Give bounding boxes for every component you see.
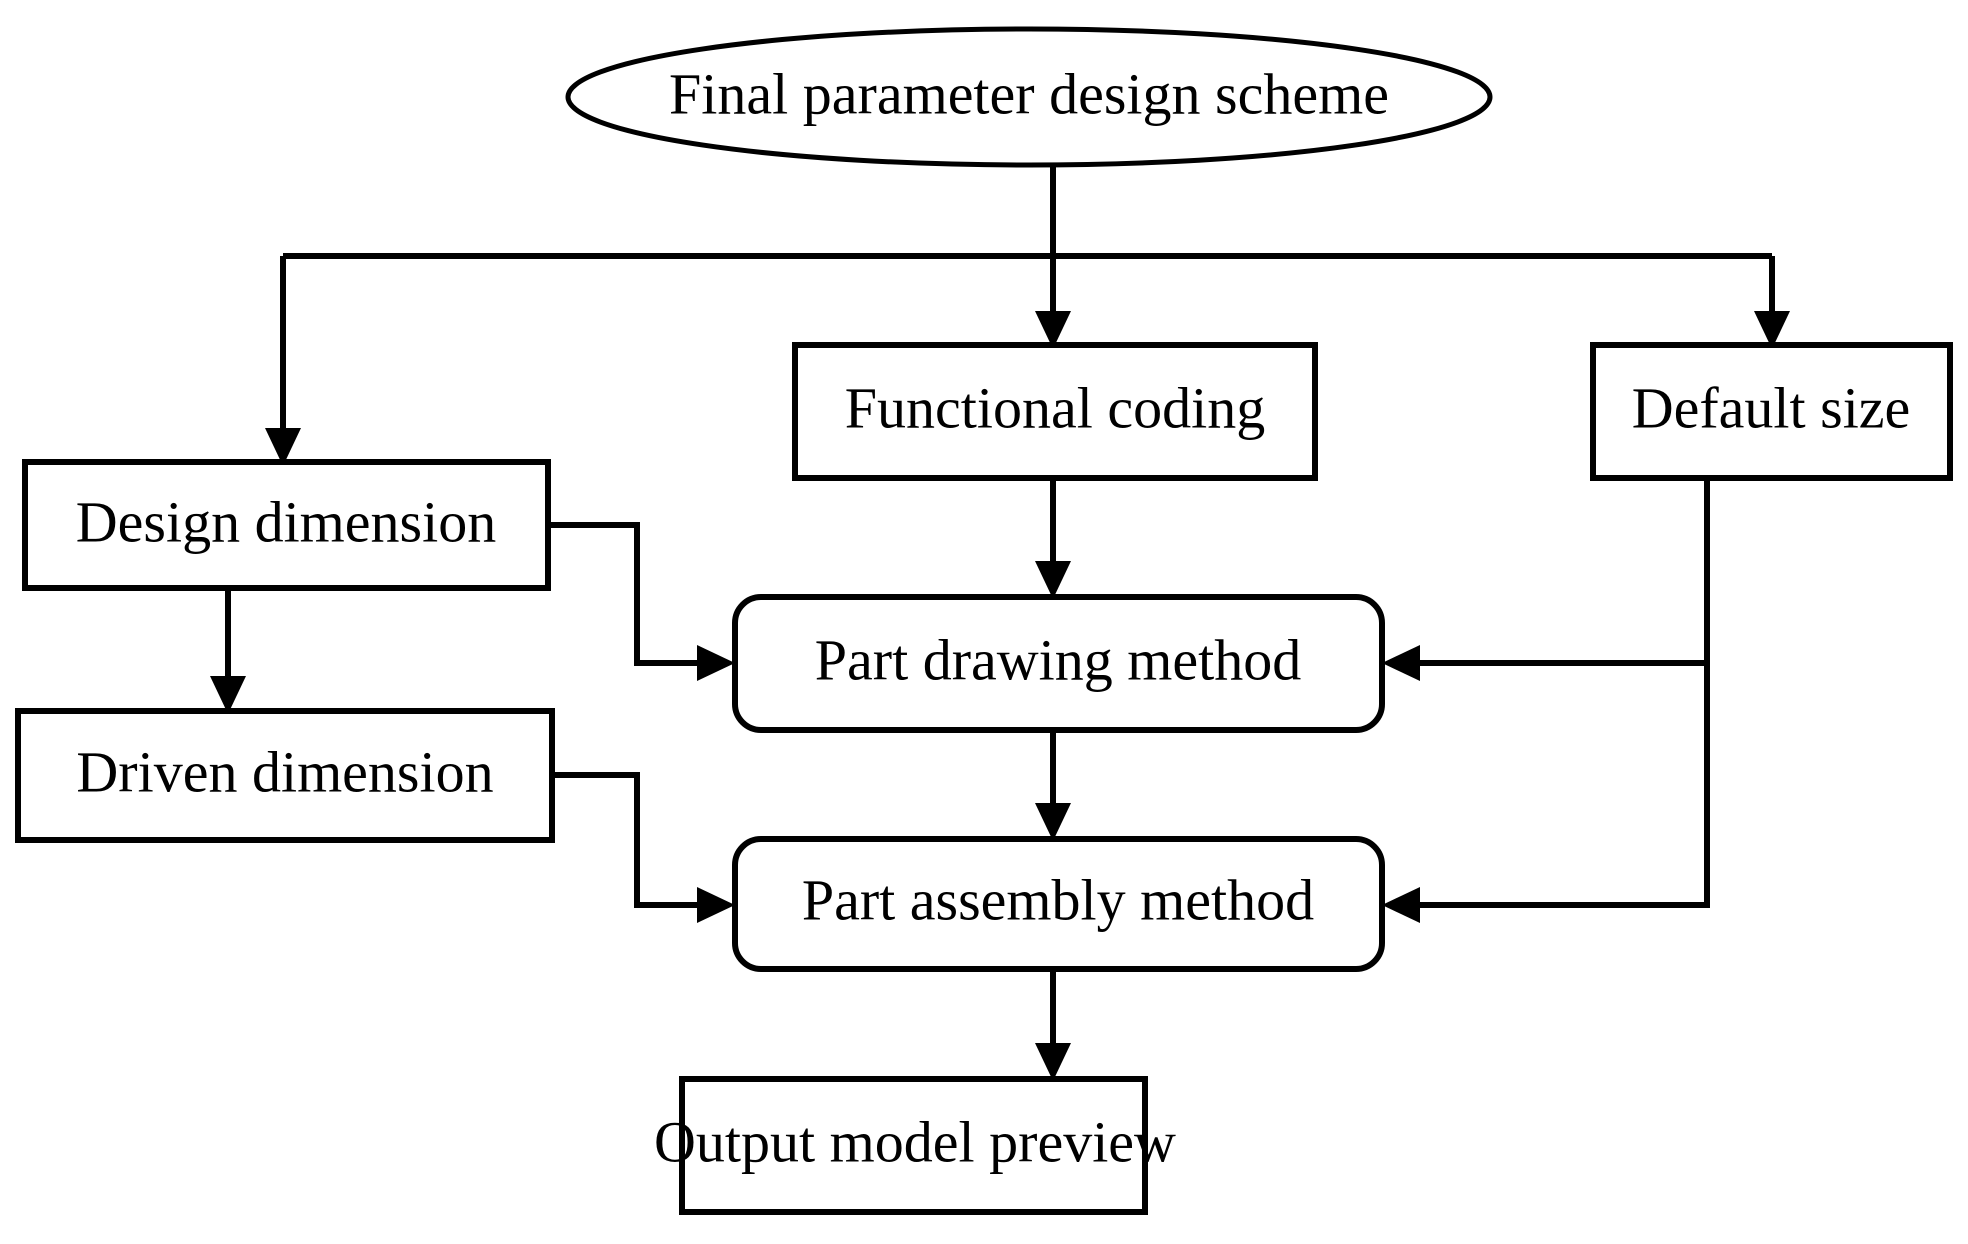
node-label-part-assembly-method: Part assembly method — [802, 867, 1314, 932]
node-label-functional-coding: Functional coding — [845, 375, 1265, 440]
arrowhead-functional-coding-in — [1035, 311, 1071, 349]
output-model-preview-shape[interactable] — [679, 1076, 1148, 1215]
arrowhead-default-size-in — [1754, 311, 1790, 349]
node-final-parameter-design-scheme[interactable]: Final parameter design scheme — [565, 26, 1493, 168]
part-drawing-method-shape[interactable] — [732, 594, 1385, 733]
edge-start-to-default-size — [1754, 256, 1790, 349]
node-design-dimension[interactable]: Design dimension — [22, 459, 551, 591]
arrowhead-part-drawing-top-in — [1035, 561, 1071, 599]
node-functional-coding[interactable]: Functional coding — [792, 342, 1318, 481]
connector-default-to-pam — [1401, 663, 1710, 908]
part-assembly-method-shape[interactable] — [732, 836, 1385, 972]
edge-driven-dimension-to-part-assembly — [552, 772, 735, 923]
node-output-model-preview[interactable]: Output model preview — [654, 1076, 1176, 1215]
arrowhead-design-dimension-in — [265, 428, 301, 466]
node-label-driven-dimension: Driven dimension — [76, 739, 493, 804]
functional-coding-shape[interactable] — [792, 342, 1318, 481]
edge-start-to-functional-coding — [1035, 256, 1071, 349]
arrowhead-part-assembly-right-in — [1382, 887, 1420, 923]
node-label-default-size: Default size — [1632, 375, 1911, 440]
node-label-design-dimension: Design dimension — [76, 489, 496, 554]
edge-part-drawing-to-part-assembly — [1035, 730, 1071, 841]
design-dimension-shape[interactable] — [22, 459, 551, 591]
node-part-assembly-method[interactable]: Part assembly method — [732, 836, 1385, 972]
arrowhead-output-in — [1035, 1043, 1071, 1081]
connector-driven-to-pam — [552, 772, 716, 908]
node-driven-dimension[interactable]: Driven dimension — [15, 708, 555, 843]
driven-dimension-shape[interactable] — [15, 708, 555, 843]
connector-design-to-pdm — [548, 522, 716, 666]
node-label-start: Final parameter design scheme — [669, 61, 1389, 126]
arrowhead-part-assembly-top-in — [1035, 803, 1071, 841]
ellipse-shape[interactable] — [565, 26, 1493, 168]
arrowhead-driven-dimension-in — [210, 676, 246, 714]
edge-functional-coding-to-part-drawing — [1035, 478, 1071, 599]
edge-design-to-driven-dimension — [210, 588, 246, 714]
edge-start-to-bus — [283, 165, 1772, 259]
edge-default-size-to-part-assembly — [1382, 663, 1710, 923]
arrowhead-part-drawing-right-in — [1382, 645, 1420, 681]
arrowhead-part-assembly-left-in — [697, 887, 735, 923]
node-label-output-model-preview: Output model preview — [654, 1109, 1176, 1174]
node-default-size[interactable]: Default size — [1590, 342, 1953, 481]
edge-design-dimension-to-part-drawing — [548, 522, 735, 681]
arrowhead-part-drawing-left-in — [697, 645, 735, 681]
edge-start-to-design-dimension — [265, 256, 301, 466]
connector-default-to-pdm — [1401, 478, 1710, 666]
edge-default-size-to-part-drawing — [1382, 478, 1710, 681]
edge-part-assembly-to-output — [1035, 968, 1071, 1081]
node-label-part-drawing-method: Part drawing method — [815, 627, 1301, 692]
default-size-shape[interactable] — [1590, 342, 1953, 481]
node-part-drawing-method[interactable]: Part drawing method — [732, 594, 1385, 733]
